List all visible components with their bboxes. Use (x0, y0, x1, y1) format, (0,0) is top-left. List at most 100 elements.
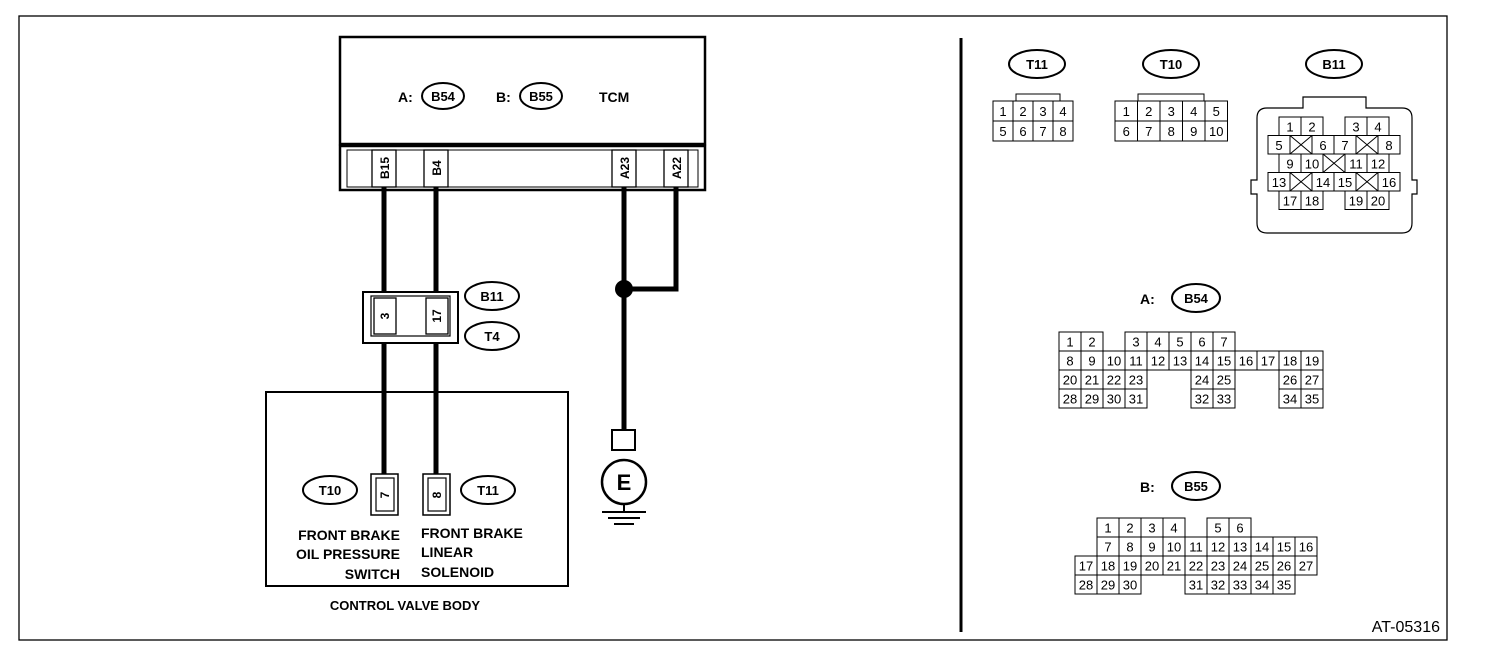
b54-pin-label: 13 (1173, 354, 1187, 369)
b55-pin-label: 8 (1126, 540, 1133, 555)
b11-pin-label: 13 (1272, 175, 1286, 190)
b55-pin-label: 13 (1233, 540, 1247, 555)
b11-view-badge (1305, 49, 1363, 79)
b54-pin-cell (1300, 388, 1324, 409)
b55-pin-label: 18 (1101, 559, 1115, 574)
b55-pin-label: 11 (1189, 540, 1203, 555)
b54-pin-label: 10 (1107, 354, 1121, 369)
ground-point: E (600, 429, 648, 525)
t10-view-badge (1142, 49, 1200, 79)
b55-pin-label: 1 (1104, 521, 1111, 536)
figure-id: AT-05316 (1372, 619, 1440, 636)
t10-pin-label: 9 (1190, 124, 1197, 139)
b55-pin-cell (1118, 574, 1142, 595)
solenoid-pin-8: 8 (430, 491, 444, 498)
junction-t4-label: T4 (484, 329, 500, 344)
b54-pin-label: 25 (1217, 373, 1231, 388)
junction-b11-badge (464, 281, 520, 311)
tcm-connector-b-label: B55 (529, 89, 553, 104)
b55-pin-label: 15 (1277, 540, 1291, 555)
b55-view-prefix: B: (1140, 479, 1155, 495)
b11-pin-cell (1300, 190, 1324, 210)
b11-pin-label: 16 (1382, 175, 1396, 190)
b55-pin-label: 3 (1148, 521, 1155, 536)
b55-view-badge (1171, 471, 1221, 501)
b11-blank-pin-mark (1322, 153, 1346, 173)
b54-view-label: B54 (1184, 291, 1209, 306)
b11-pin-label: 2 (1308, 119, 1315, 134)
b54-pin-label: 19 (1305, 354, 1319, 369)
b54-pin-label: 21 (1085, 373, 1099, 388)
b55-pin-label: 28 (1079, 578, 1093, 593)
t11-pin-cell (1052, 120, 1074, 142)
b54-pin-label: 11 (1129, 354, 1143, 369)
switch-label-line-3: SWITCH (345, 566, 400, 582)
control-valve-body: 7 T10 8 T11 FRONT BRAKE OIL PRESSURE SWI… (265, 391, 569, 587)
t10-pin-label: 10 (1209, 124, 1223, 139)
tcm-box (338, 35, 707, 146)
b54-pin-label: 3 (1132, 335, 1139, 350)
ground-label: E (617, 470, 632, 495)
tcm-pin-a23: A23 (618, 157, 632, 179)
b11-blank-pin-mark (1289, 135, 1313, 155)
b55-pin-label: 27 (1299, 559, 1313, 574)
t11-pin-label: 2 (1019, 104, 1026, 119)
b54-pin-label: 28 (1063, 392, 1077, 407)
b54-pin-label: 30 (1107, 392, 1121, 407)
b54-pin-label: 23 (1129, 373, 1143, 388)
b54-pin-label: 26 (1283, 373, 1297, 388)
b11-pin-label: 10 (1305, 156, 1319, 171)
b55-pin-label: 5 (1214, 521, 1221, 536)
b54-pin-label: 29 (1085, 392, 1099, 407)
b54-pin-label: 4 (1154, 335, 1161, 350)
t11-pin-label: 1 (999, 104, 1006, 119)
b54-pin-label: 12 (1151, 354, 1165, 369)
t11-pin-label: 5 (999, 124, 1006, 139)
b54-pin-label: 2 (1088, 335, 1095, 350)
tcm-pin-b4-box (423, 149, 449, 188)
b54-pin-label: 5 (1176, 335, 1183, 350)
b55-pin-label: 35 (1277, 578, 1291, 593)
b55-pin-label: 10 (1167, 540, 1181, 555)
b54-view-prefix: A: (1140, 291, 1155, 307)
b54-pin-label: 1 (1066, 335, 1073, 350)
b55-view-label: B55 (1184, 479, 1208, 494)
b11-view-housing (1250, 96, 1418, 234)
tcm-connector-b-badge (519, 82, 563, 110)
b54-pin-label: 15 (1217, 354, 1231, 369)
b55-pin-label: 9 (1148, 540, 1155, 555)
t11-view-latch (1015, 93, 1061, 102)
b11-pin-label: 9 (1286, 156, 1293, 171)
wires (381, 187, 679, 476)
b55-pin-label: 34 (1255, 578, 1269, 593)
b54-pin-label: 9 (1088, 354, 1095, 369)
tcm-pin-strip-inner (346, 149, 699, 188)
b55-pin-label: 12 (1211, 540, 1225, 555)
t11-pin-label: 4 (1059, 104, 1066, 119)
b55-pin-label: 7 (1104, 540, 1111, 555)
b55-pin-label: 24 (1233, 559, 1247, 574)
b55-pin-label: 31 (1189, 578, 1203, 593)
t10-pin-label: 1 (1123, 104, 1130, 119)
b54-pin-label: 8 (1066, 354, 1073, 369)
b55-pin-label: 33 (1233, 578, 1247, 593)
t11-pin-label: 8 (1059, 124, 1066, 139)
b11-blank-pin-mark (1289, 172, 1313, 192)
b11-pin-label: 6 (1319, 138, 1326, 153)
t10-pin-label: 5 (1213, 104, 1220, 119)
t10-view-latch (1137, 93, 1205, 102)
b11-pin-cell (1366, 190, 1390, 210)
control-valve-body-label: CONTROL VALVE BODY (330, 598, 481, 613)
b55-pin-cell (1272, 574, 1296, 595)
t10-pin-cell (1204, 120, 1228, 142)
splice-point (615, 280, 633, 298)
t10-pin-label: 2 (1145, 104, 1152, 119)
b11-pin-label: 14 (1316, 175, 1330, 190)
